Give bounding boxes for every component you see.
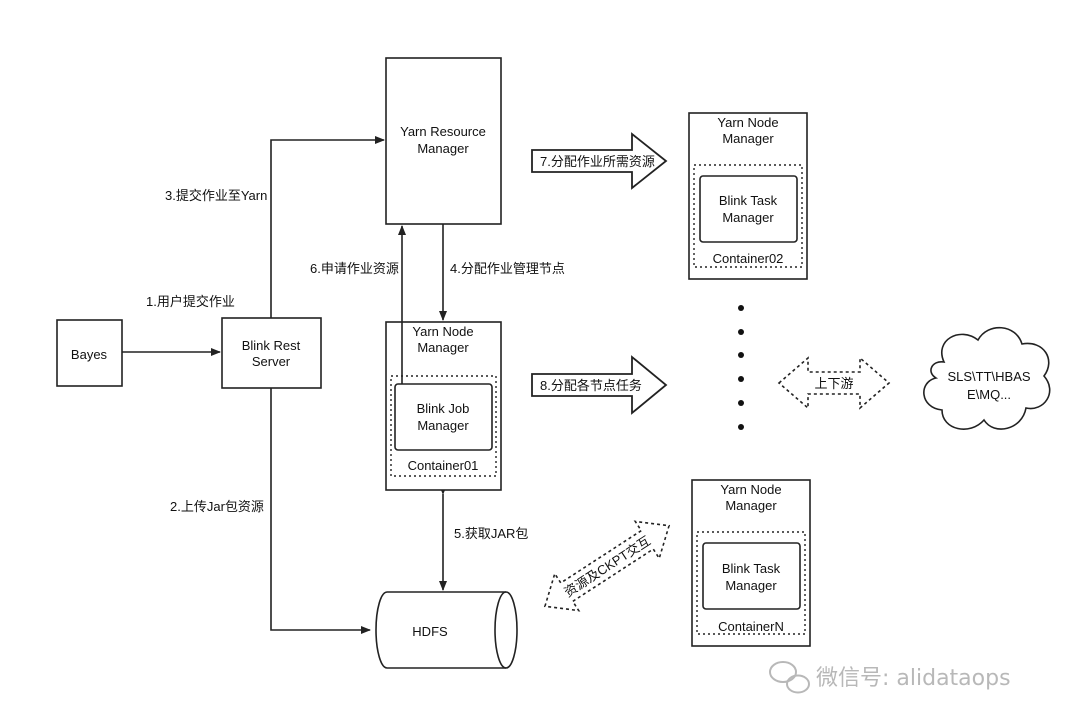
label-step5: 5.获取JAR包	[454, 526, 528, 541]
svg-text:Container02: Container02	[713, 251, 784, 266]
svg-text:Manager: Manager	[417, 141, 469, 156]
external-systems-cloud: SLS\TT\HBAS E\MQ...	[923, 326, 1051, 430]
svg-text:微信号: alidataops: 微信号: alidataops	[816, 666, 1011, 691]
blink-rest-server-node: Blink Rest Server	[221, 317, 322, 389]
svg-text:7.分配作业所需资源: 7.分配作业所需资源	[540, 154, 655, 169]
svg-text:资源及CKPT交互: 资源及CKPT交互	[561, 533, 653, 600]
label-step2: 2.上传Jar包资源	[170, 499, 264, 514]
svg-text:Manager: Manager	[417, 418, 469, 433]
svg-text:Blink Rest: Blink Rest	[242, 338, 301, 353]
svg-text:Yarn Node: Yarn Node	[717, 115, 778, 130]
svg-text:Container01: Container01	[408, 458, 479, 473]
blink-job-manager-box	[394, 383, 493, 451]
arrow-step8: 8.分配各节点任务	[531, 355, 668, 415]
arrow-resource-ckpt: 资源及CKPT交互	[543, 520, 671, 612]
blink-task-manager-bottom-box	[702, 542, 801, 610]
edge-rest-to-hdfs	[270, 388, 371, 634]
yarn-resource-manager-node: Yarn Resource Manager	[385, 57, 502, 225]
wechat-icon	[769, 661, 810, 694]
arrow-step7: 7.分配作业所需资源	[531, 132, 668, 190]
bayes-node: Bayes	[56, 319, 123, 387]
svg-text:Manager: Manager	[725, 498, 777, 513]
svg-text:Yarn Node: Yarn Node	[412, 324, 473, 339]
svg-text:Yarn Node: Yarn Node	[720, 482, 781, 497]
edge-labels: 3.提交作业至Yarn 1.用户提交作业 2.上传Jar包资源 6.申请作业资源…	[146, 188, 565, 541]
svg-text:Blink Task: Blink Task	[722, 561, 781, 576]
arrow-upstream-downstream: 上下游	[777, 356, 891, 410]
svg-text:SLS\TT\HBAS: SLS\TT\HBAS	[947, 369, 1030, 384]
svg-text:Manager: Manager	[725, 578, 777, 593]
label-step4: 4.分配作业管理节点	[450, 261, 565, 276]
yarn-node-manager-bottom: Yarn Node Manager Blink Task Manager Con…	[691, 479, 811, 647]
blink-task-manager-top-box	[699, 175, 798, 243]
label-step3: 3.提交作业至Yarn	[165, 188, 267, 203]
label-step6: 6.申请作业资源	[310, 261, 399, 276]
svg-text:Server: Server	[252, 354, 291, 369]
svg-text:HDFS: HDFS	[412, 624, 448, 639]
yarn-node-manager-top: Yarn Node Manager Blink Task Manager Con…	[688, 112, 808, 280]
edge-rest-to-rm	[270, 136, 385, 318]
svg-text:Manager: Manager	[722, 131, 774, 146]
svg-text:E\MQ...: E\MQ...	[967, 387, 1011, 402]
watermark: 微信号: alidataops	[769, 661, 1011, 694]
svg-text:Blink Task: Blink Task	[719, 193, 778, 208]
svg-text:Yarn Resource: Yarn Resource	[400, 124, 486, 139]
svg-text:Blink Job: Blink Job	[417, 401, 470, 416]
svg-text:ContainerN: ContainerN	[718, 619, 784, 634]
svg-text:8.分配各节点任务: 8.分配各节点任务	[540, 378, 642, 393]
ellipsis-dots	[738, 305, 744, 430]
svg-text:Manager: Manager	[417, 340, 469, 355]
svg-text:Manager: Manager	[722, 210, 774, 225]
hdfs-node: HDFS	[375, 591, 518, 669]
yarn-node-manager-center: Yarn Node Manager Blink Job Manager Cont…	[385, 321, 502, 491]
svg-text:上下游: 上下游	[814, 376, 853, 391]
svg-text:Bayes: Bayes	[71, 347, 108, 362]
container01-boundary	[390, 375, 497, 477]
label-step1: 1.用户提交作业	[146, 294, 235, 309]
